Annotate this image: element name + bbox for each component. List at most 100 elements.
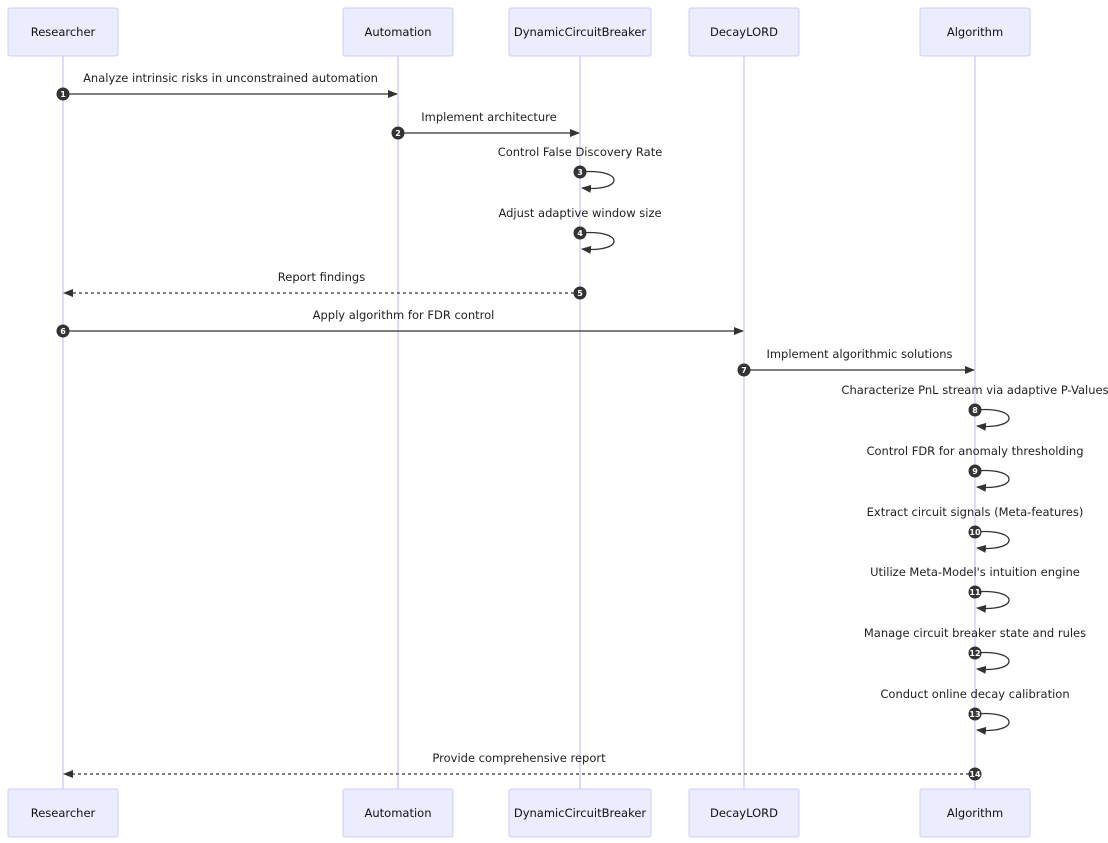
self-loop-arrow	[579, 231, 615, 254]
message-label: Provide comprehensive report	[432, 751, 606, 765]
sequence-number: 5	[573, 286, 587, 300]
sequence-number: 13	[968, 707, 982, 721]
message-label: Manage circuit breaker state and rules	[864, 626, 1086, 640]
actor-box	[508, 788, 652, 838]
message-label: Extract circuit signals (Meta-features)	[867, 505, 1084, 519]
sequence-number-badge	[573, 286, 587, 300]
sequence-number: 7	[737, 363, 751, 377]
actor-automation-top: Automation	[342, 7, 454, 57]
sequence-number-text: 12	[969, 649, 980, 658]
message-10: 10 Extract circuit signals (Meta-features…	[867, 505, 1084, 553]
sequence-number-badge	[968, 707, 982, 721]
self-loop-arrow	[974, 408, 1010, 431]
sequence-number-text: 14	[969, 770, 981, 779]
sequence-number-text: 8	[972, 406, 978, 415]
sequence-number: 12	[968, 646, 982, 660]
sequence-number-text: 6	[60, 327, 66, 336]
actor-algorithm-bottom: Algorithm	[919, 788, 1031, 838]
sequence-number-text: 4	[577, 229, 583, 238]
actor-box	[688, 7, 800, 57]
sequence-number: 9	[968, 464, 982, 478]
sequence-number-badge	[968, 585, 982, 599]
self-loop-arrow	[974, 712, 1010, 735]
sequence-number-text: 13	[969, 710, 980, 719]
sequence-number-badge	[56, 324, 70, 338]
message-6: 6 Apply algorithm for FDR control	[56, 308, 744, 338]
message-label: Apply algorithm for FDR control	[313, 308, 495, 322]
sequence-number-text: 2	[395, 129, 401, 138]
self-loop-arrow	[974, 469, 1010, 492]
actor-label: Algorithm	[947, 806, 1003, 820]
self-loop-arrow	[974, 590, 1010, 613]
message-12: 12 Manage circuit breaker state and rules	[864, 626, 1086, 674]
message-11: 11 Utilize Meta-Model's intuition engine	[870, 565, 1080, 613]
actor-label: Researcher	[31, 25, 96, 39]
actor-box	[7, 7, 119, 57]
message-label: Characterize PnL stream via adaptive P-V…	[841, 383, 1108, 397]
message-9: 9 Control FDR for anomaly thresholding	[866, 444, 1084, 492]
sequence-number: 10	[968, 525, 982, 539]
actor-box	[919, 7, 1031, 57]
message-label: Control FDR for anomaly thresholding	[866, 444, 1083, 458]
sequence-number-badge	[737, 363, 751, 377]
message-2: 2 Implement architecture	[391, 110, 580, 140]
sequence-number-text: 11	[969, 588, 981, 597]
actor-decay-top: DecayLORD	[688, 7, 800, 57]
actor-box	[342, 7, 454, 57]
message-8: 8 Characterize PnL stream via adaptive P-…	[841, 383, 1108, 431]
sequence-number-text: 9	[972, 467, 978, 476]
sequence-number-badge	[968, 646, 982, 660]
sequence-number-badge	[56, 87, 70, 101]
actor-label: DynamicCircuitBreaker	[514, 806, 647, 820]
actor-algorithm-top: Algorithm	[919, 7, 1031, 57]
sequence-number-badge	[573, 165, 587, 179]
actor-box	[688, 788, 800, 838]
sequence-number-badge	[573, 226, 587, 240]
message-label: Utilize Meta-Model's intuition engine	[870, 565, 1080, 579]
sequence-number: 14	[968, 767, 982, 781]
message-label: Analyze intrinsic risks in unconstrained…	[83, 71, 378, 85]
sequence-number: 3	[573, 165, 587, 179]
message-label: Report findings	[278, 270, 365, 284]
sequence-number-badge	[968, 767, 982, 781]
sequence-number-text: 3	[577, 168, 583, 177]
self-loop-arrow	[974, 651, 1010, 674]
sequence-number-text: 10	[969, 528, 981, 537]
message-label: Implement architecture	[421, 110, 556, 124]
sequence-number-badge	[968, 403, 982, 417]
actor-box	[508, 7, 652, 57]
actor-box	[919, 788, 1031, 838]
actor-circuit-bottom: DynamicCircuitBreaker	[508, 788, 652, 838]
message-label: Implement algorithmic solutions	[766, 347, 952, 361]
actor-label: Researcher	[31, 806, 96, 820]
sequence-number-text: 5	[577, 289, 583, 298]
actor-circuit-top: DynamicCircuitBreaker	[508, 7, 652, 57]
message-label: Conduct online decay calibration	[880, 687, 1069, 701]
actor-researcher-top: Researcher	[7, 7, 119, 57]
message-1: 1 Analyze intrinsic risks in unconstraine…	[56, 71, 398, 101]
actor-label: DecayLORD	[710, 806, 778, 820]
self-loop-arrow	[579, 170, 615, 193]
message-5: 5 Report findings	[63, 270, 587, 300]
sequence-number-badge	[968, 464, 982, 478]
actor-decay-bottom: DecayLORD	[688, 788, 800, 838]
message-7: 7 Implement algorithmic solutions	[737, 347, 975, 377]
actor-label: DecayLORD	[710, 25, 778, 39]
sequence-number: 6	[56, 324, 70, 338]
message-13: 13 Conduct online decay calibration	[880, 687, 1070, 735]
sequence-number: 4	[573, 226, 587, 240]
actor-label: Automation	[365, 806, 432, 820]
sequence-number: 8	[968, 403, 982, 417]
actor-box	[342, 788, 454, 838]
sequence-number-badge	[391, 126, 405, 140]
actor-label: Automation	[365, 25, 432, 39]
message-label: Adjust adaptive window size	[498, 206, 661, 220]
actor-automation-bottom: Automation	[342, 788, 454, 838]
actor-researcher-bottom: Researcher	[7, 788, 119, 838]
sequence-number: 1	[56, 87, 70, 101]
sequence-number-badge	[968, 525, 982, 539]
sequence-number-text: 1	[60, 90, 66, 99]
sequence-number-text: 7	[741, 366, 747, 375]
self-loop-arrow	[974, 530, 1010, 553]
